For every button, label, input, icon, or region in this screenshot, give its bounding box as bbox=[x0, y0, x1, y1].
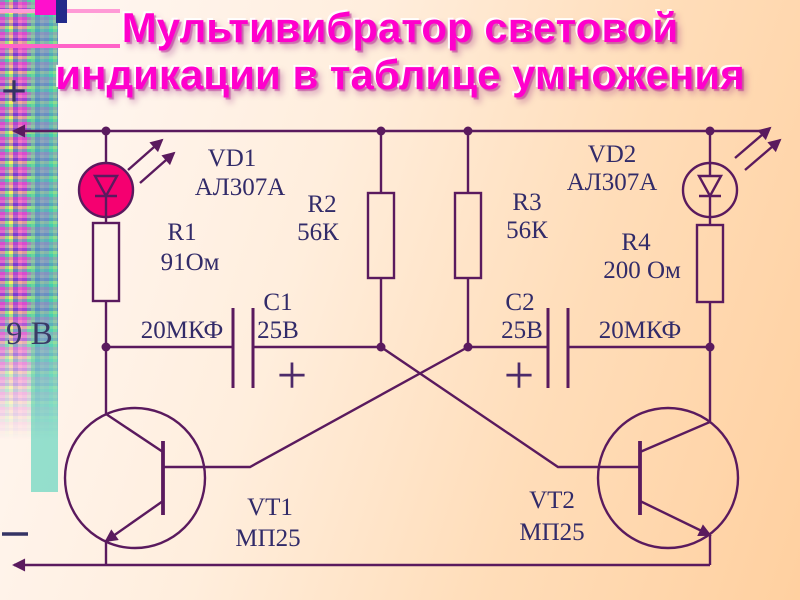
vd1-anode-triangle bbox=[92, 174, 120, 199]
c2-ref-label: C2 bbox=[505, 289, 534, 316]
vt1-base-wire-cross bbox=[163, 345, 469, 469]
vt1-ref-label: VT1 bbox=[247, 494, 293, 521]
vt1-emitter-wire bbox=[104, 500, 164, 543]
r2-ref-label: R2 bbox=[307, 191, 336, 218]
r1-body bbox=[91, 221, 121, 303]
transistor-vt1: VT1 МП25 bbox=[63, 345, 469, 565]
title-line-2: индикации в таблице умножения bbox=[55, 51, 745, 99]
vd2-ref-label: VD2 bbox=[588, 141, 637, 168]
c1-polarity-plus: + bbox=[277, 345, 307, 405]
c1-voltage-label: 25В bbox=[257, 317, 299, 344]
vd1-ref-label: VD1 bbox=[208, 145, 257, 172]
battery-terminals: + 9 В bbox=[1, 65, 53, 536]
r1-value-label: 91Ом bbox=[161, 249, 220, 276]
capacitor-c1: C1 25В 20МКФ + bbox=[101, 289, 381, 405]
teal-accent-bar bbox=[31, 0, 58, 492]
vt1-part-label: МП25 bbox=[235, 525, 300, 552]
resistor-r1: R1 91Ом bbox=[91, 219, 220, 347]
navy-corner-square bbox=[56, 0, 67, 23]
vt2-part-label: МП25 bbox=[519, 519, 584, 546]
c1-capacitance-label: 20МКФ bbox=[141, 317, 224, 344]
c1-ref-label: C1 bbox=[263, 289, 292, 316]
transistor-vt2: VT2 МП25 bbox=[380, 346, 740, 565]
c2-voltage-label: 25В bbox=[501, 317, 543, 344]
r2-value-label: 56К bbox=[297, 219, 339, 246]
magenta-corner-square bbox=[35, 0, 56, 15]
vd2-anode-triangle bbox=[696, 174, 724, 199]
vd2-light-arrow-1 bbox=[734, 126, 772, 159]
r3-ref-label: R3 bbox=[512, 189, 541, 216]
vt1-collector-wire bbox=[104, 347, 164, 453]
vd1-part-label: АЛ307А bbox=[195, 174, 286, 201]
power-rails bbox=[12, 124, 766, 572]
c2-polarity-plus: + bbox=[504, 345, 534, 405]
battery-plus-symbol: + bbox=[1, 65, 27, 116]
resistor-r3: R3 56К bbox=[453, 126, 548, 352]
vd1-light-arrow-2 bbox=[139, 151, 176, 184]
vt2-emitter-wire bbox=[639, 499, 712, 537]
title-line-1: Мультивибратор световой bbox=[121, 4, 679, 51]
capacitor-c2: C2 25В 20МКФ + bbox=[468, 289, 715, 405]
r1-ref-label: R1 bbox=[167, 219, 196, 246]
c2-capacitance-label: 20МКФ bbox=[599, 317, 682, 344]
r4-body bbox=[695, 223, 725, 304]
vd2-part-label: АЛ307А bbox=[567, 169, 658, 196]
vd2-light-arrow-2 bbox=[744, 138, 782, 171]
r3-value-label: 56К bbox=[506, 217, 548, 244]
vd1-light-arrow-1 bbox=[127, 138, 164, 171]
r2-body bbox=[366, 191, 396, 280]
r3-body bbox=[453, 191, 483, 280]
vt2-circle bbox=[596, 406, 740, 550]
r4-ref-label: R4 bbox=[621, 229, 651, 256]
led-vd2: VD2 АЛ307А bbox=[567, 126, 782, 225]
vt2-base-wire-cross bbox=[380, 346, 640, 469]
r4-value-label: 200 Ом bbox=[603, 257, 681, 284]
slide-title: Мультивибратор световой индикации в табл… bbox=[10, 4, 790, 99]
battery-voltage-label: 9 В bbox=[6, 316, 53, 352]
led-vd1: VD1 АЛ307А bbox=[77, 126, 286, 223]
vt1-circle bbox=[63, 406, 207, 550]
vt2-collector-wire bbox=[639, 347, 712, 454]
resistor-r2: R2 56К bbox=[297, 126, 396, 352]
vt2-ref-label: VT2 bbox=[529, 487, 575, 514]
pink-accent-line-bottom bbox=[0, 44, 120, 48]
